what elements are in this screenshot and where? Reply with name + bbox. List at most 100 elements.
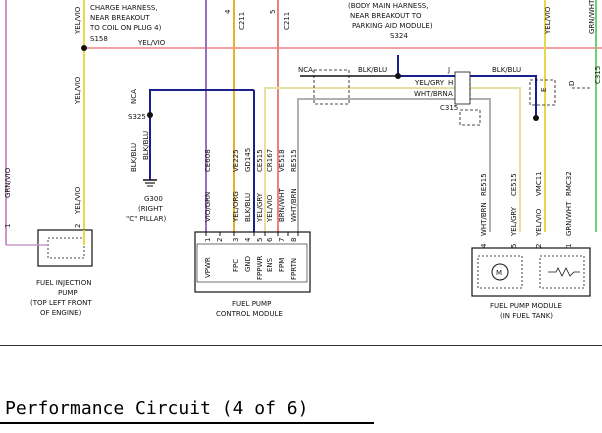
right-edge-yel-vio: YEL/VIO	[544, 6, 552, 35]
fpm-label-1: FUEL PUMP MODULE	[490, 302, 562, 310]
c315-nca: NCA	[298, 66, 313, 74]
splice-s325	[147, 112, 153, 118]
ground-note-2: "C" PILLAR)	[126, 215, 166, 223]
pcm-color-7: WHT/BRN	[290, 188, 298, 222]
pcm-pin-3: 3	[232, 238, 240, 242]
fuel-pump-motor-box	[477, 255, 523, 289]
fpm-label-2: (IN FUEL TANK)	[500, 312, 553, 320]
fuel-pump-motor-circle	[491, 263, 509, 281]
page-title: Performance Circuit (4 of 6)	[5, 398, 309, 419]
left-yel-vio-mid: YEL/VIO	[74, 76, 82, 105]
pcm-label-2: CONTROL MODULE	[216, 310, 283, 318]
connector-c315-region	[454, 71, 471, 105]
c315-yel-gry: YEL/GRY	[414, 79, 445, 87]
wire-label-s158: YEL/VIO	[137, 39, 166, 47]
fpm-pin-3: 2	[535, 244, 543, 248]
blk-blu-label-2: BLK/BLU	[142, 131, 150, 160]
c315-pin-d: D	[568, 81, 576, 86]
fpm-circuit-4: RMC32	[565, 171, 573, 196]
inj-pump-label-4: OF ENGINE)	[40, 309, 82, 317]
splice-right-e	[533, 115, 539, 121]
fuel-pump-sender-box	[539, 255, 585, 289]
header-note-center-line-1: (BODY MAIN HARNESS,	[348, 2, 428, 10]
fpm-color-3: YEL/VIO	[535, 208, 543, 237]
pcm-signal-fpc: FPC	[232, 259, 240, 272]
pcm-circuit-1: CE608	[204, 149, 212, 172]
wire-yel-gry	[264, 87, 455, 232]
header-note-left-line-1: CHARGE HARNESS,	[90, 4, 158, 12]
wire-yel-gry-right	[470, 87, 521, 232]
fpm-pin-2: 5	[510, 244, 518, 248]
blk-blu-label-1: BLK/BLU	[130, 143, 138, 172]
pcm-circuit-5: VE518	[278, 149, 286, 172]
ground-symbol	[143, 179, 157, 187]
pcm-pin-1: 1	[204, 238, 212, 242]
c315-wht-brn: WHT/BRN	[414, 90, 448, 98]
nca-label-left: NCA	[130, 89, 138, 104]
c315-name: C315	[440, 104, 458, 112]
dashed-connector-right	[529, 79, 556, 106]
pcm-pin-marks	[205, 232, 299, 236]
pcm-pin-8: 8	[290, 238, 298, 242]
inj-pump-wire-2: YEL/VIO	[74, 186, 82, 215]
fuel-injection-pump-inner	[47, 237, 85, 259]
pcm-color-1: VIO/GRN	[204, 192, 212, 222]
pcm-color-6: BRN/WHT	[278, 188, 286, 222]
wire-blk-blu-loop	[149, 89, 254, 115]
pcm-pin-2: 2	[216, 238, 224, 242]
fpm-color-2: YEL/GRY	[510, 206, 518, 237]
s325-label: S325	[128, 113, 146, 121]
c315-right-name: C315	[594, 66, 602, 84]
header-note-center-line-2: NEAR BREAKOUT TO	[350, 12, 422, 20]
pcm-color-2: YEL/ORG	[232, 191, 240, 223]
pcm-circuit-2: VE225	[232, 149, 240, 172]
fpm-circuit-3: VMC11	[535, 171, 543, 196]
splice-s158	[81, 45, 87, 51]
fuel-level-sender-icon	[548, 267, 580, 277]
inj-pump-label-2: PUMP	[58, 289, 78, 297]
inj-pump-pin-2: 2	[74, 224, 82, 228]
inj-pump-wire-1: GRN/VIO	[4, 167, 12, 198]
fpm-circuit-2: CE515	[510, 173, 518, 196]
inj-pump-label-1: FUEL INJECTION	[36, 279, 91, 287]
splice-s324	[395, 73, 401, 79]
fpm-color-1: WHT/BRN	[480, 202, 488, 236]
c315-pin-a: A	[448, 90, 453, 98]
wire-wht-brn	[297, 98, 455, 232]
dashed-connector-mid	[459, 109, 481, 126]
pcm-pin-7: 7	[278, 238, 286, 242]
pcm-color-4: YEL/GRY	[256, 192, 264, 223]
fpm-circuit-1: RE515	[480, 173, 488, 196]
header-note-center-line-3: PARKING AID MODULE)	[352, 22, 433, 30]
fuel-pump-control-module-box	[194, 231, 311, 293]
inj-pump-pin-1: 1	[4, 224, 12, 228]
pcm-label-1: FUEL PUMP	[232, 300, 271, 308]
right-edge-grn-wht: GRN/WHT	[588, 0, 596, 34]
wire-blk-blu-right	[470, 75, 537, 118]
pcm-pin-6: 6	[266, 237, 274, 242]
fpm-pin-1: 4	[480, 243, 488, 248]
header-note-left-line-3: TO COIL ON PLUG 4)	[89, 24, 162, 32]
c315-pin-j: J	[447, 66, 450, 74]
fuel-injection-pump-box	[37, 229, 93, 267]
fuel-pump-module-box	[471, 247, 591, 297]
pcm-signal-ens: ENS	[266, 257, 274, 272]
pcm-signal-vpwr: VPWR	[204, 257, 212, 278]
dashed-connector-left	[313, 69, 350, 105]
fpm-pin-4: 1	[565, 244, 573, 248]
pcm-pin-5: 5	[256, 238, 264, 242]
pcm-signal-fprtn: FPRTN	[290, 258, 298, 280]
fuel-pump-control-module-inner	[196, 243, 308, 283]
pcm-color-5: YEL/VIO	[266, 194, 274, 223]
pcm-signal-fpm: FPM	[278, 258, 286, 272]
c211-pin-5: 5	[269, 10, 277, 14]
fpm-color-4: GRN/WHT	[565, 201, 573, 236]
pcm-signal-fppwr: FPPWR	[256, 256, 264, 280]
wiring-diagram: CHARGE HARNESS, NEAR BREAKOUT TO COIL ON…	[4, 0, 602, 320]
c315-blk-blu-right: BLK/BLU	[492, 66, 521, 74]
pcm-circuit-3: GD145	[244, 148, 252, 172]
splice-label-s158: S158	[90, 35, 108, 43]
inj-pump-label-3: (TOP LEFT FRONT	[30, 299, 92, 307]
c211-label-4: C211	[238, 12, 246, 30]
left-yel-vio-top: YEL/VIO	[74, 6, 82, 35]
